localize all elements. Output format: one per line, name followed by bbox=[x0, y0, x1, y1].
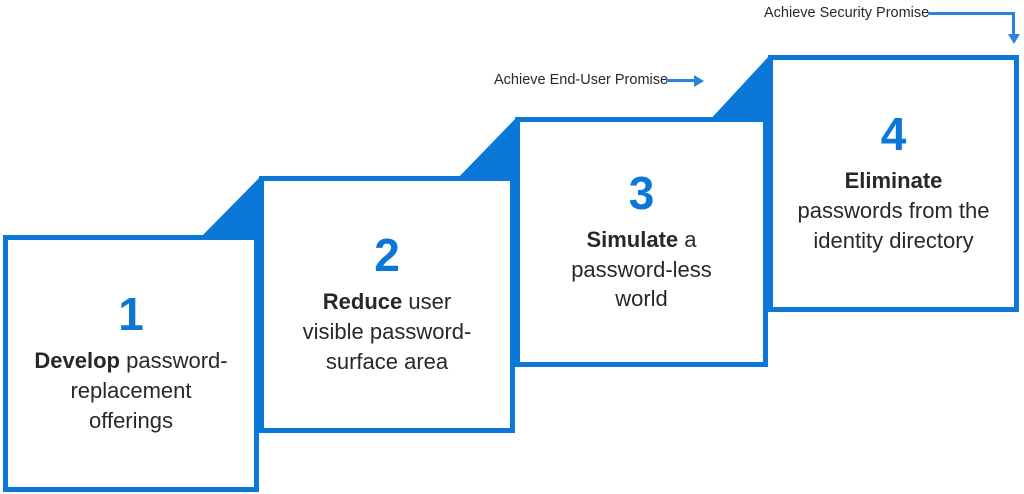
step-keyword-2: Reduce bbox=[322, 289, 403, 315]
security-promise-label: Achieve Security Promise bbox=[764, 5, 930, 21]
step-box-3: 3 Simulate a password-less world bbox=[515, 117, 768, 367]
step-description-3: Simulate a password-less world bbox=[571, 225, 712, 315]
step-description-2: Reduce user visible password- surface ar… bbox=[303, 287, 472, 377]
step-connector-3-4 bbox=[707, 55, 770, 123]
step-connector-2-3 bbox=[454, 117, 517, 182]
step-keyword-4: Eliminate bbox=[844, 168, 943, 194]
step-number-1: 1 bbox=[118, 288, 144, 341]
step-connector-1-2 bbox=[198, 176, 261, 240]
security-promise-arrow-icon bbox=[928, 12, 1015, 15]
step-number-4: 4 bbox=[880, 108, 907, 161]
security-promise-arrow-elbow-icon bbox=[1012, 12, 1015, 35]
right-arrowhead-icon bbox=[694, 74, 704, 87]
step-text-1: password- replacement offerings bbox=[70, 348, 228, 433]
step-box-4: 4 Eliminate passwords from the identity … bbox=[768, 55, 1019, 312]
step-text-2: user visible password- surface area bbox=[302, 289, 472, 374]
step-box-1: 1 Develop password- replacement offering… bbox=[3, 235, 259, 492]
step-text-3: a password-less world bbox=[571, 226, 712, 312]
step-keyword-1: Develop bbox=[34, 348, 120, 374]
step-number-3: 3 bbox=[628, 166, 655, 219]
step-number-2: 2 bbox=[374, 229, 400, 282]
step-description-4: Eliminate passwords from the identity di… bbox=[798, 166, 990, 256]
end-user-promise-arrow-icon bbox=[666, 79, 695, 82]
step-keyword-3: Simulate bbox=[586, 226, 679, 252]
end-user-promise-label: Achieve End-User Promise bbox=[494, 72, 669, 88]
step-text-4: passwords from the identity directory bbox=[797, 198, 990, 253]
down-arrowhead-icon bbox=[1007, 34, 1020, 44]
step-box-2: 2 Reduce user visible password- surface … bbox=[259, 176, 515, 433]
step-description-1: Develop password- replacement offerings bbox=[34, 346, 227, 436]
